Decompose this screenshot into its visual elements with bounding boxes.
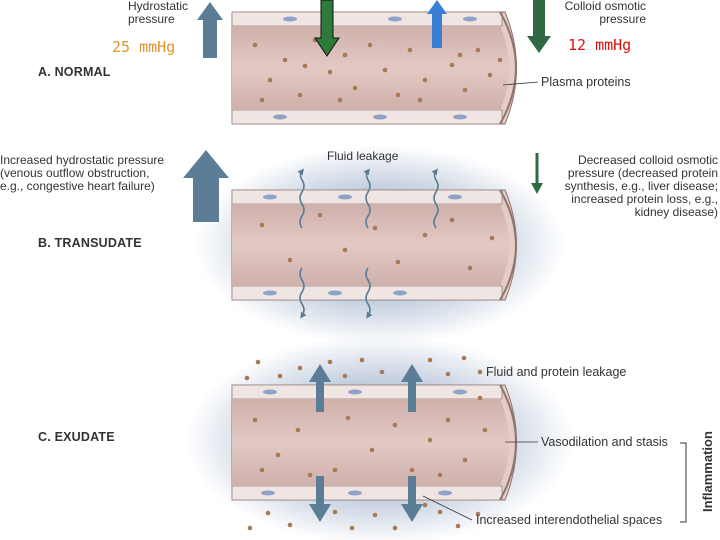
increased-hydrostatic-label: Increased hydrostatic pressure (venous o… [0,153,165,193]
hydrostatic-arrow [197,2,223,58]
plasma-proteins-label: Plasma proteins [541,75,631,89]
inward-green-arrow [314,0,340,57]
fluid-leak-arrows [297,168,439,319]
vessel-normal [231,11,517,125]
inflammation-label: Inflammation [700,431,715,512]
vasodilation-label: Vasodilation and stasis [541,435,668,449]
fluid-protein-leakage-label: Fluid and protein leakage [486,365,627,379]
section-b-label: B. TRANSUDATE [38,236,142,250]
interendothelial-label: Increased interendothelial spaces [476,513,663,527]
section-c-label: C. EXUDATE [38,430,115,444]
exudate-arrows [309,364,423,522]
section-a-label: A. NORMAL [38,65,111,79]
endothelial-nuclei [273,16,477,120]
leaked-protein-dots [244,355,483,531]
colloid-pressure-label: Colloid osmotic pressure [564,0,646,26]
hydrostatic-value: 25 mmHg [112,38,176,56]
fluid-leakage-label: Fluid leakage [327,149,399,163]
vessel-transudate [195,145,565,345]
decreased-colloid-arrow [531,153,543,194]
outward-blue-arrow [427,0,447,48]
colloid-arrow [527,0,551,53]
plasma-proteins-pointer [502,81,539,86]
decreased-colloid-label: Decreased colloid osmotic pressure (decr… [564,153,718,219]
vessel-exudate [185,335,575,540]
increased-hydrostatic-arrow [183,150,229,222]
hydrostatic-pressure-label: Hydrostatic pressure [128,0,189,26]
colloid-value: 12 mmHg [568,36,632,54]
interendothelial-pointer [422,495,473,521]
inflammation-bracket [680,442,687,523]
